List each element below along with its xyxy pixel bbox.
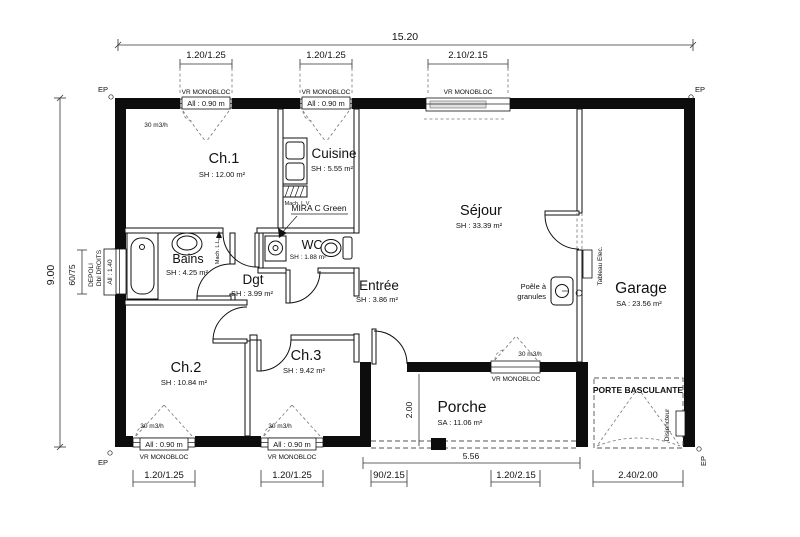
vr-label-1: VR MONOBLOC — [182, 89, 231, 96]
room-name-sejour: Séjour — [460, 203, 502, 219]
label-boiler: MIRA C Green — [291, 203, 347, 213]
label-droits: Dbl DROITS — [96, 249, 103, 286]
vent-ch1: 30 m3/h — [144, 122, 168, 129]
dim-bath-window: 60/75 — [67, 264, 77, 286]
disjoncteur-box — [675, 410, 686, 437]
label-poele-2: granules — [517, 292, 546, 301]
room-area-wc: SH : 1.88 m² — [290, 254, 327, 261]
room-area-cuisine: SH : 5.55 m² — [311, 164, 354, 173]
door-entree — [371, 328, 408, 365]
porch-pillar — [431, 438, 446, 450]
allege-label-2: All : 0.90 m — [307, 99, 345, 108]
room-area-ch3: SH : 9.42 m² — [283, 366, 326, 375]
vent-sejour: 30 m3/h — [518, 351, 542, 358]
ep-top-right: EP — [695, 85, 705, 94]
dimension-lines — [54, 39, 702, 487]
dim-garage-door: 2.40/2.00 — [618, 470, 658, 481]
dim-entry-door: 90/2.15 — [373, 470, 405, 481]
room-area-dgt: SH : 3.99 m² — [231, 289, 274, 298]
dim-ch3-win: 1.20/1.25 — [272, 470, 312, 481]
room-area-entree: SH : 3.86 m² — [356, 295, 399, 304]
room-name-cuisine: Cuisine — [311, 146, 356, 161]
door-wc — [285, 269, 321, 304]
boiler-icon — [264, 235, 287, 262]
room-name-ch3: Ch.3 — [291, 348, 322, 364]
electric-panel-icon — [582, 249, 593, 279]
label-disjoncteur: Disjoncteur — [664, 408, 671, 441]
dim-bath-sill: All : 1.40 — [107, 259, 114, 285]
room-name-wc: WC — [302, 238, 323, 252]
text-layer: 15.20 1.20/1.25 1.20/1.25 2.10/2.15 9.00… — [45, 31, 708, 481]
room-area-porche: SA : 11.06 m² — [438, 418, 483, 427]
ep-bottom-right: EP — [699, 456, 708, 466]
dishwasher-icon — [282, 185, 308, 198]
dim-bay: 2.10/2.15 — [448, 50, 488, 61]
vr-label-2: VR MONOBLOC — [302, 89, 351, 96]
vent-ch3: 30 m3/h — [268, 423, 292, 430]
interior-walls — [124, 108, 583, 437]
exterior-walls — [115, 98, 695, 447]
dim-ch2-win: 1.20/1.25 — [144, 470, 184, 481]
boiler-arrow — [278, 213, 348, 238]
room-area-bains: SH : 4.25 m² — [166, 268, 209, 277]
vr-label-4: VR MONOBLOC — [140, 454, 189, 461]
door-bains — [196, 263, 232, 301]
washer-arrow — [216, 231, 222, 240]
dim-win2: 1.20/1.25 — [306, 50, 346, 61]
label-mach-lv: Mach. L.V — [285, 201, 310, 207]
room-name-ch1: Ch.1 — [209, 151, 240, 167]
allege-label-4: All : 0.90 m — [273, 440, 311, 449]
dim-total-width: 15.20 — [392, 31, 418, 43]
label-porte-basculante: PORTE BASCULANTE — [593, 385, 684, 395]
room-area-ch2: SH : 10.84 m² — [161, 378, 208, 387]
door-ch3 — [256, 338, 292, 372]
door-ch2 — [212, 306, 248, 344]
room-name-dgt: Dgt — [242, 272, 263, 287]
vr-label-3: VR MONOBLOC — [444, 89, 493, 96]
window-sejour-bay — [424, 97, 511, 120]
toilet-icon — [320, 236, 353, 260]
bathroom-sink-icon — [171, 232, 203, 256]
dim-porch-depth: 2.00 — [404, 401, 414, 418]
room-name-porche: Porche — [437, 399, 486, 416]
vent-ch2: 30 m3/h — [140, 423, 164, 430]
dim-win1: 1.20/1.25 — [186, 50, 226, 61]
room-name-entree: Entrée — [359, 278, 399, 293]
vr-label-6: VR MONOBLOC — [492, 376, 541, 383]
bathtub-icon — [126, 232, 159, 300]
kitchen-sink-icon — [282, 137, 308, 185]
window-porche — [490, 335, 541, 374]
allege-label-3: All : 0.90 m — [145, 440, 183, 449]
room-name-ch2: Ch.2 — [171, 360, 202, 376]
label-depoli: DEPOLI — [88, 263, 95, 287]
label-mach-ll: Mach. L.L — [215, 240, 221, 264]
room-area-ch1: SH : 12.00 m² — [199, 170, 246, 179]
dim-porch-win: 1.20/2.15 — [496, 470, 536, 481]
room-area-sejour: SH : 33.39 m² — [456, 221, 503, 230]
ep-top-left: EP — [98, 85, 108, 94]
door-ch1 — [222, 232, 260, 268]
dim-total-height: 9.00 — [45, 265, 57, 286]
vr-label-5: VR MONOBLOC — [268, 454, 317, 461]
allege-label-1: All : 0.90 m — [187, 99, 225, 108]
label-tableau-elec: Tableau Elec. — [597, 246, 604, 285]
porch-outline — [371, 374, 576, 450]
dim-porch-span: 5.56 — [463, 451, 480, 461]
garage-door-basculante — [593, 377, 686, 449]
pellet-stove-icon — [550, 276, 583, 306]
room-name-bains: Bains — [172, 252, 203, 266]
room-area-garage: SA : 23.56 m² — [616, 299, 662, 308]
room-name-garage: Garage — [615, 280, 667, 297]
label-poele-1: Poêle à — [521, 282, 547, 291]
ep-bottom-left: EP — [98, 458, 108, 467]
door-garage — [544, 210, 583, 250]
